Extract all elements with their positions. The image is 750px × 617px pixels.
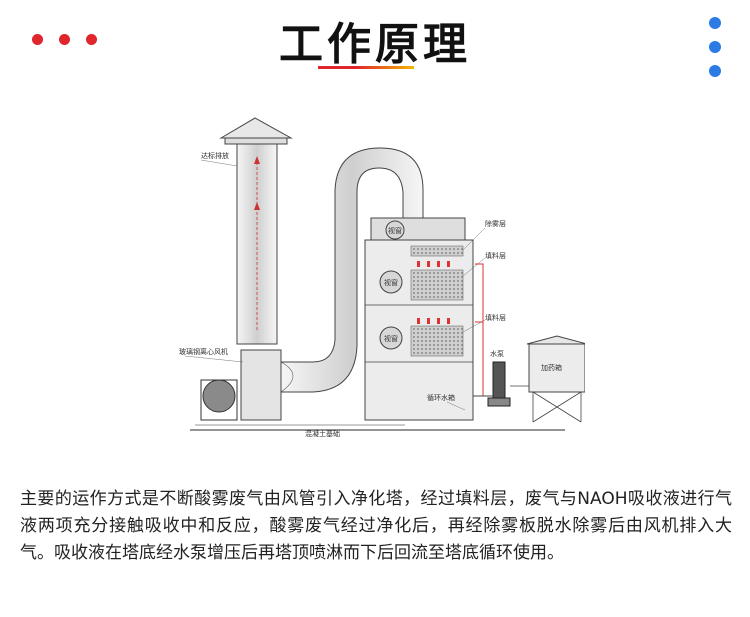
demister-leader (462, 227, 486, 251)
demister-layer (410, 245, 464, 257)
menu-dot (709, 17, 721, 29)
title-underline (318, 66, 414, 69)
pump-base (487, 397, 511, 407)
decor-dot (59, 34, 70, 45)
packing-layer-2 (410, 325, 464, 357)
packing-layer-1 (410, 269, 464, 301)
window-label: 视窗 (384, 334, 398, 343)
window-label: 视窗 (388, 226, 402, 235)
fan-label-leader (184, 355, 244, 363)
exhaust-arrowhead (254, 202, 260, 210)
inlet-flex (280, 361, 294, 393)
viewing-window-low (379, 326, 403, 350)
scrubber-diagram: 达标排放 玻璃钢离心风机 视窗 视窗 视窗 除雾层 填料层 填料层 循环水箱 水… (179, 117, 585, 438)
circulation-tank-label: 循环水箱 (427, 393, 455, 402)
exhaust-arrowhead (254, 156, 260, 164)
packing-label-1: 填料层 (485, 251, 506, 260)
fan-motor-base (200, 379, 238, 421)
fan-label: 玻璃钢离心风机 (179, 347, 228, 356)
water-pump (492, 361, 506, 399)
spray-nozzles (417, 261, 450, 324)
foundation-label: 混凝土基础 (305, 429, 340, 438)
tank-leader (446, 401, 466, 411)
fan-housing (240, 349, 282, 421)
tank-label: 加药箱 (541, 363, 562, 372)
decor-dot (32, 34, 43, 45)
packing-label-2: 填料层 (485, 313, 506, 322)
stack-cap-band (224, 137, 288, 145)
exhaust-label-leader (200, 159, 238, 167)
stack-cap (219, 117, 293, 139)
tower-top (370, 217, 466, 241)
viewing-window-mid (379, 270, 403, 294)
more-menu-icon[interactable] (709, 17, 721, 77)
exhaust-label: 达标排放 (201, 151, 229, 160)
tank-stand (532, 391, 582, 423)
page-title: 工作原理 (279, 19, 471, 70)
description-text: 主要的运作方式是不断酸雾废气由风管引入净化塔，经过填料层，废气与NAOH吸收液进… (20, 489, 732, 563)
menu-dot (709, 41, 721, 53)
viewing-window-top (385, 220, 405, 240)
pump-label: 水泵 (490, 349, 504, 358)
demister-label: 除雾层 (485, 219, 506, 228)
decor-dot (86, 34, 97, 45)
decor-dots-left (32, 34, 97, 45)
window-label: 视窗 (384, 278, 398, 287)
menu-dot (709, 65, 721, 77)
fan-motor (202, 379, 236, 413)
circulation-pipe (475, 263, 484, 396)
tank-roof (526, 335, 585, 345)
chemical-tank (528, 343, 585, 393)
packing-leader-1 (462, 257, 486, 277)
